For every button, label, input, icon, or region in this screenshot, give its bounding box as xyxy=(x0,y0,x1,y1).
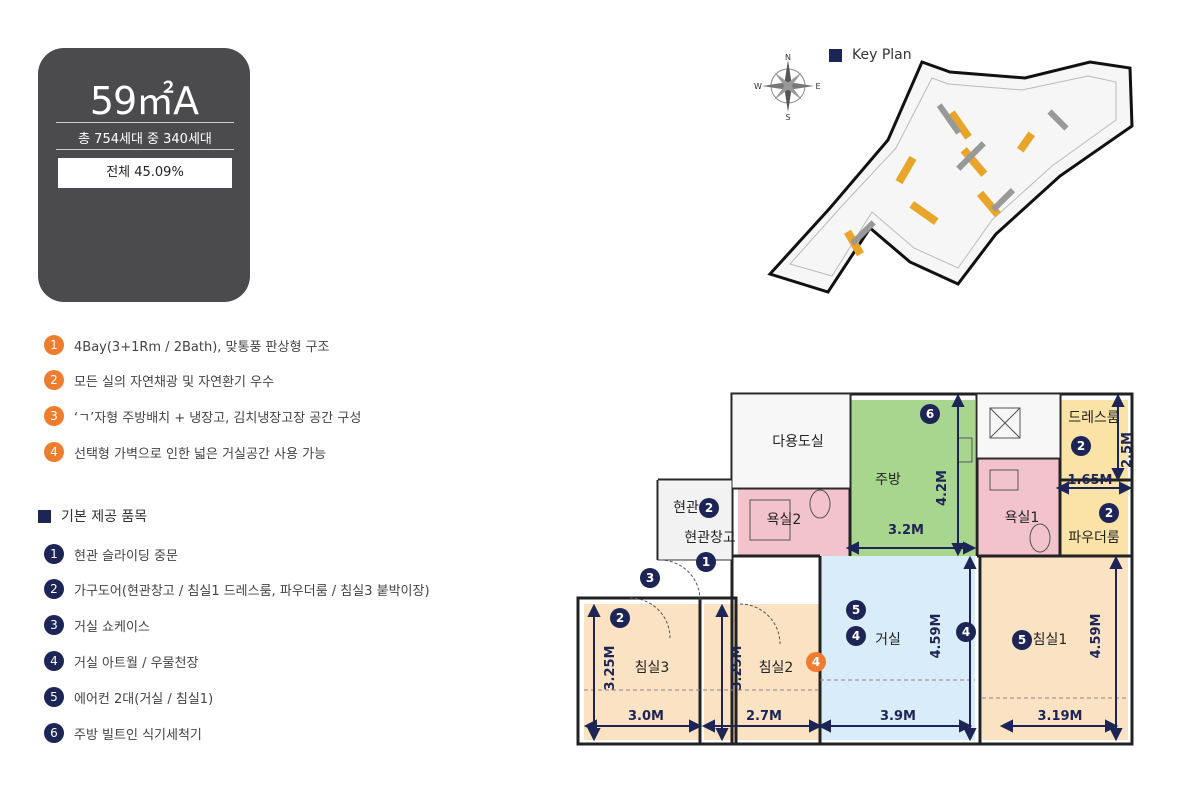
basic-item-text: 거실 쇼케이스 xyxy=(74,619,150,635)
kitchen-area xyxy=(850,400,975,556)
feature-item: 4 선택형 가벽으로 인한 넓은 거실공간 사용 가능 xyxy=(44,441,326,463)
card-divider-bottom xyxy=(56,149,234,150)
room-label-multi: 다용도실 xyxy=(772,434,824,450)
square-bullet-icon xyxy=(829,48,842,62)
dim-dress-width: 1.65M xyxy=(1067,473,1112,488)
feature-text: 선택형 가벽으로 인한 넓은 거실공간 사용 가능 xyxy=(74,446,327,462)
feature-number-badge: 3 xyxy=(44,406,64,426)
marker-2-bed3: 2 xyxy=(616,611,624,625)
key-plan-site-map xyxy=(767,60,1134,294)
basic-item: 1 현관 슬라이딩 중문 xyxy=(44,543,178,565)
basic-item-text: 거실 아트월 / 우물천장 xyxy=(74,655,199,671)
feature-text: 4Bay(3+1Rm / 2Bath), 맞통풍 판상형 구조 xyxy=(74,339,330,355)
ratio-box: 전체 45.09% xyxy=(58,158,232,188)
room-label-powder: 파우더룸 xyxy=(1068,530,1120,546)
utility-room-floor xyxy=(731,393,851,489)
feature-item: 1 4Bay(3+1Rm / 2Bath), 맞통풍 판상형 구조 xyxy=(44,334,329,356)
bed1-area xyxy=(982,556,1128,740)
marker-3-showcase: 3 xyxy=(646,571,654,585)
basic-number-badge: 1 xyxy=(44,544,64,564)
dim-bed2-height: 3.25M xyxy=(730,645,745,690)
living-area xyxy=(820,556,975,740)
feature-number-badge: 4 xyxy=(44,442,64,462)
feature-number-badge: 2 xyxy=(44,370,64,390)
basic-item: 3 거실 쇼케이스 xyxy=(44,614,150,636)
feature-item: 3 ‘ㄱ’자형 주방배치 + 냉장고, 김치냉장고장 공간 구성 xyxy=(44,405,361,427)
card-divider-top xyxy=(56,122,234,123)
dim-kitchen-height: 4.2M xyxy=(935,470,950,506)
room-label-bed3: 침실3 xyxy=(635,660,670,676)
room-label-storage: 현관창고 xyxy=(684,530,736,546)
room-label-dress: 드레스룸 xyxy=(1068,410,1120,426)
room-label-bed2: 침실2 xyxy=(759,660,794,676)
compass-east: E xyxy=(815,82,820,91)
basic-number-badge: 6 xyxy=(44,723,64,743)
key-plan-label: Key Plan xyxy=(829,47,912,63)
dim-bed3-height: 3.25M xyxy=(603,645,618,690)
dim-bed1-height: 4.59M xyxy=(1089,613,1104,658)
marker-2-dress: 2 xyxy=(1077,439,1085,453)
marker-5-bed1: 5 xyxy=(1018,633,1026,647)
basic-item: 6 주방 빌트인 식기세척기 xyxy=(44,722,202,744)
dim-bed3-width: 3.0M xyxy=(628,709,664,724)
basic-number-badge: 3 xyxy=(44,615,64,635)
room-label-living: 거실 xyxy=(875,632,901,648)
key-plan-label-text: Key Plan xyxy=(852,47,912,63)
marker-5-living: 5 xyxy=(852,603,860,617)
marker-2-powder: 2 xyxy=(1105,506,1113,520)
room-label-kitchen: 주방 xyxy=(875,472,901,488)
basic-item: 4 거실 아트월 / 우물천장 xyxy=(44,650,198,672)
room-label-bath1: 욕실1 xyxy=(1005,510,1040,526)
marker-4-living: 4 xyxy=(852,629,860,643)
feature-text: ‘ㄱ’자형 주방배치 + 냉장고, 김치냉장고장 공간 구성 xyxy=(74,410,362,426)
basic-number-badge: 4 xyxy=(44,651,64,671)
building-blocks xyxy=(844,110,1036,257)
dim-dress-height: 2.5M xyxy=(1120,432,1135,468)
feature-number-badge: 1 xyxy=(44,335,64,355)
room-label-entrance: 현관 xyxy=(673,500,699,516)
feature-item: 2 모든 실의 자연채광 및 자연환기 우수 xyxy=(44,369,274,391)
floor-plan: 다용도실 주방 드레스룸 욕실2 욕실1 파우더룸 현관 현관창고 침실3 침실… xyxy=(576,392,1135,746)
marker-4-wall-option: 4 xyxy=(812,655,820,669)
dim-kitchen-width: 3.2M xyxy=(888,523,924,538)
basic-number-badge: 2 xyxy=(44,579,64,599)
marker-6-kitchen: 6 xyxy=(926,407,934,421)
compass-south: S xyxy=(785,113,790,122)
marker-4-artwall: 4 xyxy=(962,625,970,639)
compass-icon: N S E W xyxy=(754,53,820,122)
household-count: 총 754세대 중 340세대 xyxy=(78,132,212,147)
building-outlines xyxy=(850,103,1069,246)
basic-number-badge: 5 xyxy=(44,687,64,707)
marker-2-storage: 2 xyxy=(705,501,713,515)
dim-living-height: 4.59M xyxy=(929,613,944,658)
marker-1-entrance: 1 xyxy=(702,555,710,569)
basic-item-text: 현관 슬라이딩 중문 xyxy=(74,548,178,564)
basic-item: 2 가구도어(현관창고 / 침실1 드레스룸, 파우더룸 / 침실3 붙박이장) xyxy=(44,578,430,600)
dim-bed1-width: 3.19M xyxy=(1037,709,1082,724)
bed3-area xyxy=(584,604,700,740)
basic-item-text: 주방 빌트인 식기세척기 xyxy=(74,727,202,743)
site-boundary xyxy=(767,60,1134,294)
room-label-bed1: 침실1 xyxy=(1033,632,1068,648)
dim-bed2-width: 2.7M xyxy=(746,709,782,724)
bed2-area xyxy=(704,604,820,740)
basic-items-title-text: 기본 제공 품목 xyxy=(61,509,148,525)
room-label-bath2: 욕실2 xyxy=(767,512,802,528)
basic-items-title: 기본 제공 품목 xyxy=(38,506,147,526)
entrance-floor xyxy=(657,479,733,561)
dim-living-width: 3.9M xyxy=(880,709,916,724)
fixtures xyxy=(629,407,1051,645)
compass-west: W xyxy=(754,82,762,91)
square-bullet-icon xyxy=(38,509,51,523)
basic-item: 5 에어컨 2대(거실 / 침실1) xyxy=(44,686,213,708)
dimension-lines xyxy=(583,393,1133,742)
shower-floor xyxy=(976,393,1061,459)
basic-item-text: 가구도어(현관창고 / 침실1 드레스룸, 파우더룸 / 침실3 붙박이장) xyxy=(74,583,430,599)
feature-text: 모든 실의 자연채광 및 자연환기 우수 xyxy=(74,374,275,390)
compass-north: N xyxy=(785,53,791,62)
bath2-area xyxy=(738,488,850,556)
basic-item-text: 에어컨 2대(거실 / 침실1) xyxy=(74,691,214,707)
unit-type-title: 59㎡A xyxy=(89,79,199,123)
